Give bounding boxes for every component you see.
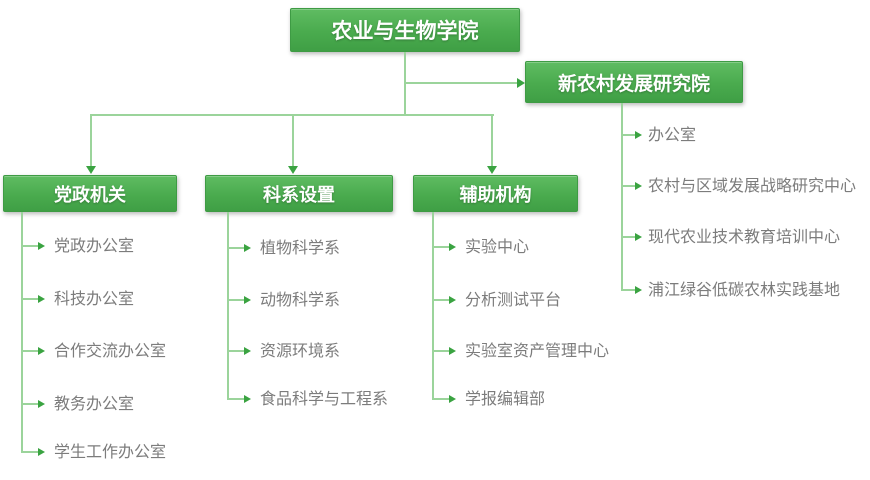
arrow-right-icon — [244, 395, 251, 403]
connector-line — [227, 212, 229, 400]
org-item: 实验室资产管理中心 — [465, 341, 610, 360]
root-node: 农业与生物学院 — [290, 8, 520, 52]
org-item: 现代农业技术教育培训中心 — [648, 227, 841, 246]
arrow-down-icon — [288, 166, 298, 174]
arrow-right-icon — [635, 233, 642, 241]
connector-line — [405, 82, 517, 84]
connector-line — [90, 114, 92, 166]
connector-line — [227, 299, 244, 301]
connector-line — [227, 247, 244, 249]
arrow-right-icon — [449, 296, 456, 304]
arrow-down-icon — [487, 166, 497, 174]
org-item: 合作交流办公室 — [54, 341, 167, 360]
org-item: 科技办公室 — [54, 289, 135, 308]
connector-line — [432, 212, 434, 400]
connector-line — [621, 103, 623, 291]
arrow-right-icon — [38, 295, 45, 303]
connector-line — [227, 398, 244, 400]
branch-node-departments: 科系设置 — [205, 175, 393, 212]
org-item: 资源环境系 — [260, 341, 341, 360]
connector-line — [621, 134, 635, 136]
connector-line — [21, 212, 23, 453]
arrow-right-icon — [449, 395, 456, 403]
org-item: 分析测试平台 — [465, 290, 562, 309]
arrow-down-icon — [86, 166, 96, 174]
arrow-right-icon — [449, 243, 456, 251]
arrow-right-icon — [449, 347, 456, 355]
org-item: 动物科学系 — [260, 290, 341, 309]
arrow-right-icon — [38, 347, 45, 355]
arrow-right-icon — [244, 347, 251, 355]
connector-line — [621, 289, 635, 291]
arrow-right-icon — [635, 182, 642, 190]
arrow-right-icon — [244, 244, 251, 252]
institute-node: 新农村发展研究院 — [525, 61, 743, 103]
org-item: 实验中心 — [465, 237, 530, 256]
arrow-right-icon — [635, 286, 642, 294]
connector-line — [21, 403, 38, 405]
connector-line — [21, 245, 38, 247]
arrow-right-icon — [517, 78, 525, 88]
org-item: 教务办公室 — [54, 394, 135, 413]
org-item: 办公室 — [648, 125, 697, 144]
connector-line — [621, 185, 635, 187]
org-item: 学报编辑部 — [465, 389, 546, 408]
org-item: 学生工作办公室 — [54, 442, 167, 461]
connector-line — [432, 350, 449, 352]
connector-line — [432, 299, 449, 301]
arrow-right-icon — [38, 400, 45, 408]
org-item: 食品科学与工程系 — [260, 389, 389, 408]
connector-line — [292, 114, 294, 166]
arrow-right-icon — [244, 296, 251, 304]
arrow-right-icon — [635, 131, 642, 139]
connector-line — [227, 350, 244, 352]
arrow-right-icon — [38, 242, 45, 250]
org-item: 党政办公室 — [54, 236, 135, 255]
connector-line — [432, 246, 449, 248]
org-item: 植物科学系 — [260, 238, 341, 257]
connector-line — [21, 350, 38, 352]
branch-node-party-admin: 党政机关 — [3, 175, 177, 212]
branch-node-auxiliary: 辅助机构 — [413, 175, 578, 212]
connector-line — [621, 236, 635, 238]
connector-line — [21, 451, 38, 453]
org-item: 浦江绿谷低碳农林实践基地 — [648, 280, 841, 299]
connector-line — [21, 298, 38, 300]
connector-line — [432, 398, 449, 400]
connector-line — [404, 52, 406, 116]
connector-line — [491, 114, 493, 166]
arrow-right-icon — [38, 448, 45, 456]
org-item: 农村与区域发展战略研究中心 — [648, 176, 857, 195]
